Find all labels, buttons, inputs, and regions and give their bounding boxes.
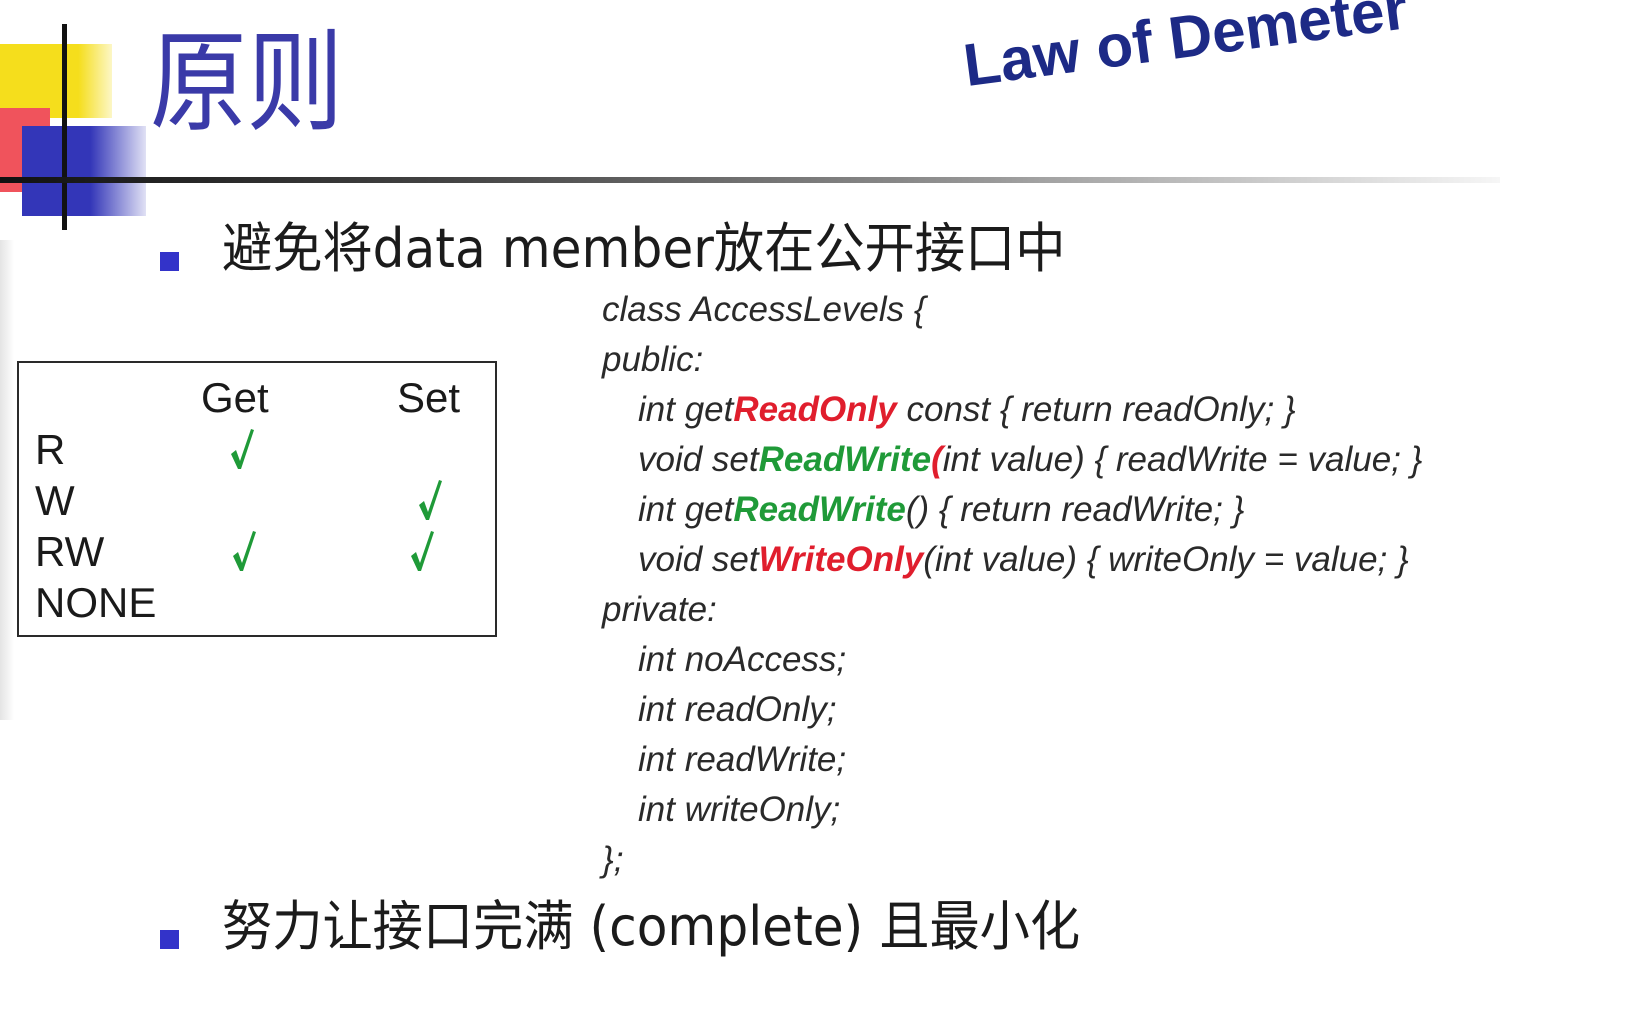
code-line: int getReadOnly const { return readOnly;… — [602, 388, 1422, 438]
code-line: int readWrite; — [602, 738, 1422, 788]
code-line: int writeOnly; — [602, 788, 1422, 838]
decor-blue-block — [22, 126, 146, 216]
slide-title: 原则 — [150, 19, 344, 147]
table-header-get: Get — [201, 374, 269, 421]
code-line: void setWriteOnly(int value) { writeOnly… — [602, 538, 1422, 588]
code-highlight: ReadOnly — [733, 390, 897, 429]
code-text: () { return readWrite; } — [905, 490, 1245, 529]
access-table: Get Set R W RW NONE — [17, 361, 497, 637]
code-text: int readOnly; — [638, 690, 837, 729]
checkmark-icon — [233, 531, 256, 571]
code-line: public: — [602, 338, 1422, 388]
code-highlight: WriteOnly — [758, 540, 924, 579]
left-edge-shadow — [0, 240, 14, 720]
code-line: int readOnly; — [602, 688, 1422, 738]
code-text: class AccessLevels { — [602, 290, 926, 329]
slide-subtitle: Law of Demeter — [959, 0, 1412, 99]
code-text: }; — [602, 840, 624, 879]
title-divider-line — [0, 177, 1500, 183]
code-text: const { return readOnly; } — [896, 390, 1296, 429]
table-header-set: Set — [397, 374, 461, 421]
code-text: int value) { readWrite = value; } — [942, 440, 1423, 479]
code-line: int noAccess; — [602, 638, 1422, 688]
code-text: int get — [638, 490, 734, 529]
checkmark-icon — [411, 531, 434, 571]
code-line: int getReadWrite() { return readWrite; } — [602, 488, 1422, 538]
checkmark-icon — [231, 429, 254, 469]
code-highlight: ReadWrite — [758, 440, 932, 479]
code-listing: class AccessLevels {public:int getReadOn… — [602, 288, 1422, 888]
code-text: int readWrite; — [638, 740, 847, 779]
code-highlight: ReadWrite — [733, 490, 906, 529]
decor-yellow-block — [0, 44, 112, 118]
bullet-square-icon — [160, 930, 179, 949]
table-row-label-none: NONE — [35, 579, 157, 626]
bullet-text-2: 努力让接口完满 (complete) 且最小化 — [222, 895, 1081, 958]
code-text: public: — [602, 340, 704, 379]
table-row-label-w: W — [35, 477, 75, 524]
table-row-label-r: R — [35, 426, 66, 473]
code-text: private: — [602, 590, 717, 629]
code-text: void set — [638, 440, 759, 479]
code-line: void setReadWrite(int value) { readWrite… — [602, 438, 1422, 488]
code-highlight: ( — [931, 440, 943, 479]
code-line: }; — [602, 838, 1422, 888]
table-row-label-rw: RW — [35, 528, 105, 575]
code-text: int writeOnly; — [638, 790, 841, 829]
code-text: (int value) { writeOnly = value; } — [923, 540, 1409, 579]
decor-vertical-line — [62, 24, 67, 230]
code-text: int noAccess; — [638, 640, 847, 679]
code-text: int get — [638, 390, 734, 429]
bullet-square-icon — [160, 252, 179, 271]
code-line: private: — [602, 588, 1422, 638]
checkmark-icon — [419, 480, 442, 520]
code-line: class AccessLevels { — [602, 288, 1422, 338]
bullet-text-1: 避免将data member放在公开接口中 — [222, 217, 1066, 280]
code-text: void set — [638, 540, 759, 579]
